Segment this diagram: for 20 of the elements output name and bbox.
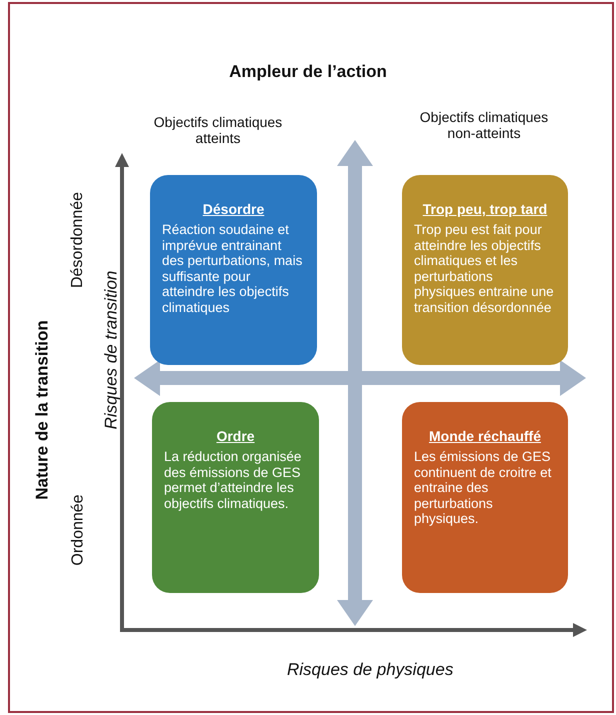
axis-label: Risques de transition [100,270,121,430]
chart-title: Ampleur de l’action [228,62,388,82]
quadrant-description: Les émissions de GES continuent de croitre et entraine des perturbations physiques. [414,449,552,527]
column-header: Objectifs climatiques atteints [152,114,284,146]
axis-title: Nature de la transition [32,320,52,500]
column-header: Objectifs climatiques non-atteints [418,109,550,141]
quadrant-heading: Désordre [202,201,266,217]
quadrant-heading: Monde réchauffé [428,428,542,444]
quadrant-heading: Trop peu, trop tard [422,201,548,217]
row-header: Ordonnée [69,494,88,566]
quadrant-description: Réaction soudaine et imprévue entrainant des perturbations, mais suffisante pour atteindre les objectifs climatiques [162,222,304,316]
quadrant-description: Trop peu est fait pour atteindre les objectifs climatiques et les perturbations physiques entraine une transition désordonnée [414,222,555,316]
quadrant-description: La réduction organisée des émissions de GES permet d’atteindre les objectifs climatiques. [164,449,302,512]
axis-label: Risques de physiques [287,660,454,680]
quadrant-box [402,175,568,365]
quadrant-box [150,175,317,365]
row-header: Désordonnée [69,192,88,288]
quadrant-heading: Ordre [215,428,256,444]
quadrant-box [402,402,568,593]
quadrant-box [152,402,319,593]
